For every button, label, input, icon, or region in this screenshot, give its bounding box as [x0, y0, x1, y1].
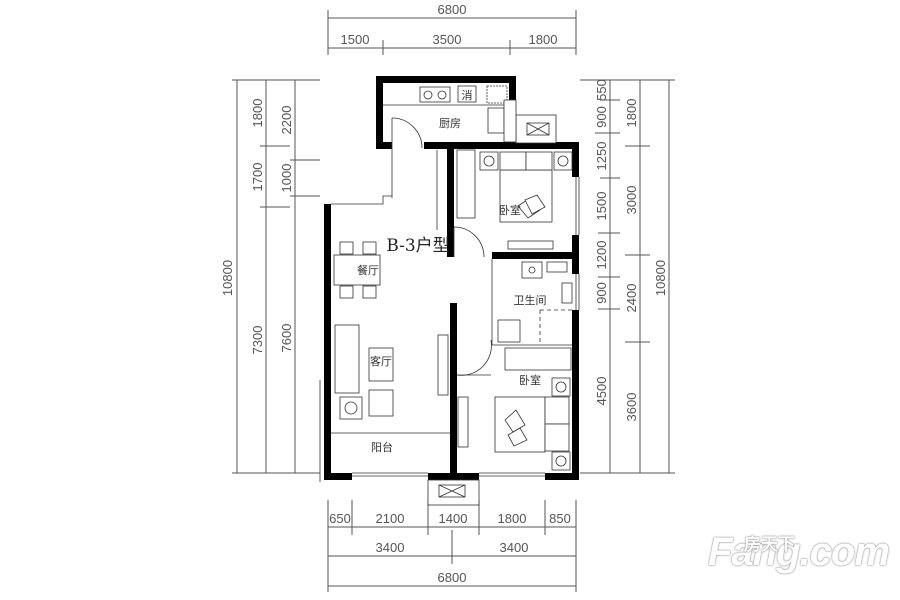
dim-top-seg: 3500: [433, 32, 462, 47]
dim-right-mid: 3000: [624, 186, 639, 215]
dim-bottom-seg: 1800: [498, 511, 527, 526]
dim-right-inner: 4500: [594, 377, 609, 406]
dim-right-inner: 1250: [594, 142, 609, 171]
living-label: 客厅: [370, 354, 392, 368]
dim-right-total: 10800: [653, 260, 668, 296]
ac-unit-bottom: [427, 479, 480, 506]
watermark-brand: Fang.com: [708, 530, 890, 574]
top-dimensions: 6800 1500 3500 1800: [327, 2, 577, 55]
dim-bottom-seg: 650: [329, 511, 351, 526]
dim-right-inner: 1500: [594, 192, 609, 221]
ac-unit-kitchen: [515, 114, 557, 144]
kitchen-fixtures: 消 厨房: [383, 85, 517, 143]
dim-left-mid: 7300: [250, 326, 265, 355]
walls: [324, 76, 579, 480]
watermark-logo: 房天下 Fang.com: [708, 530, 890, 575]
dim-bottom-seg: 850: [549, 511, 571, 526]
watermark-chinese: 房天下: [744, 535, 795, 554]
dim-bottom-half: 3400: [500, 540, 529, 555]
dining-label: 餐厅: [357, 263, 379, 277]
dim-bottom-seg: 1400: [439, 511, 468, 526]
dim-top-seg: 1800: [529, 32, 558, 47]
dim-right-inner: 900: [594, 106, 609, 128]
right-dimensions: 550 900 1250 1500 1200 900 4500 1800 300…: [580, 79, 675, 474]
left-dimensions: 10800 1800 1700 7300 2200 1000 7600: [220, 79, 320, 474]
dining-fixtures: 餐厅: [333, 241, 381, 299]
unit-type-title: B-3户型: [386, 236, 449, 256]
living-fixtures: 客厅: [334, 324, 449, 420]
dim-top-total: 6800: [438, 2, 467, 17]
dim-left-inner: 1000: [279, 164, 294, 193]
dim-right-inner: 1200: [594, 241, 609, 270]
dim-bottom-seg: 2100: [376, 511, 405, 526]
dim-left-mid: 1700: [250, 163, 265, 192]
bedroom-top-label: 卧室: [499, 203, 521, 217]
dim-left-mid: 1800: [250, 99, 265, 128]
outlines: [319, 117, 580, 482]
bathroom-label: 卫生间: [514, 293, 547, 307]
balcony-label: 阳台: [371, 440, 393, 454]
bottom-dimensions: 650 2100 1400 1800 850 3400 3400 6800: [327, 500, 577, 592]
bathroom-fixtures: 卫生间: [497, 261, 573, 343]
dim-left-inner: 2200: [279, 106, 294, 135]
dim-right-mid: 1800: [624, 99, 639, 128]
bedroom-bottom-label: 卧室: [519, 373, 541, 387]
bedroom-top-fixtures: 卧室: [436, 149, 573, 250]
dim-bottom-total: 6800: [438, 570, 467, 585]
dim-left-inner: 7600: [279, 324, 294, 353]
dim-top-seg: 1500: [341, 32, 370, 47]
dim-right-mid: 3600: [624, 393, 639, 422]
fire-cabinet-label: 消: [462, 88, 473, 102]
dim-right-inner: 550: [594, 79, 609, 101]
dim-right-inner: 900: [594, 282, 609, 304]
dim-left-total: 10800: [220, 260, 235, 296]
kitchen-label: 厨房: [439, 117, 461, 130]
dim-right-mid: 2400: [624, 284, 639, 313]
bedroom-bottom-fixtures: 卧室: [457, 347, 572, 471]
dim-bottom-half: 3400: [376, 540, 405, 555]
